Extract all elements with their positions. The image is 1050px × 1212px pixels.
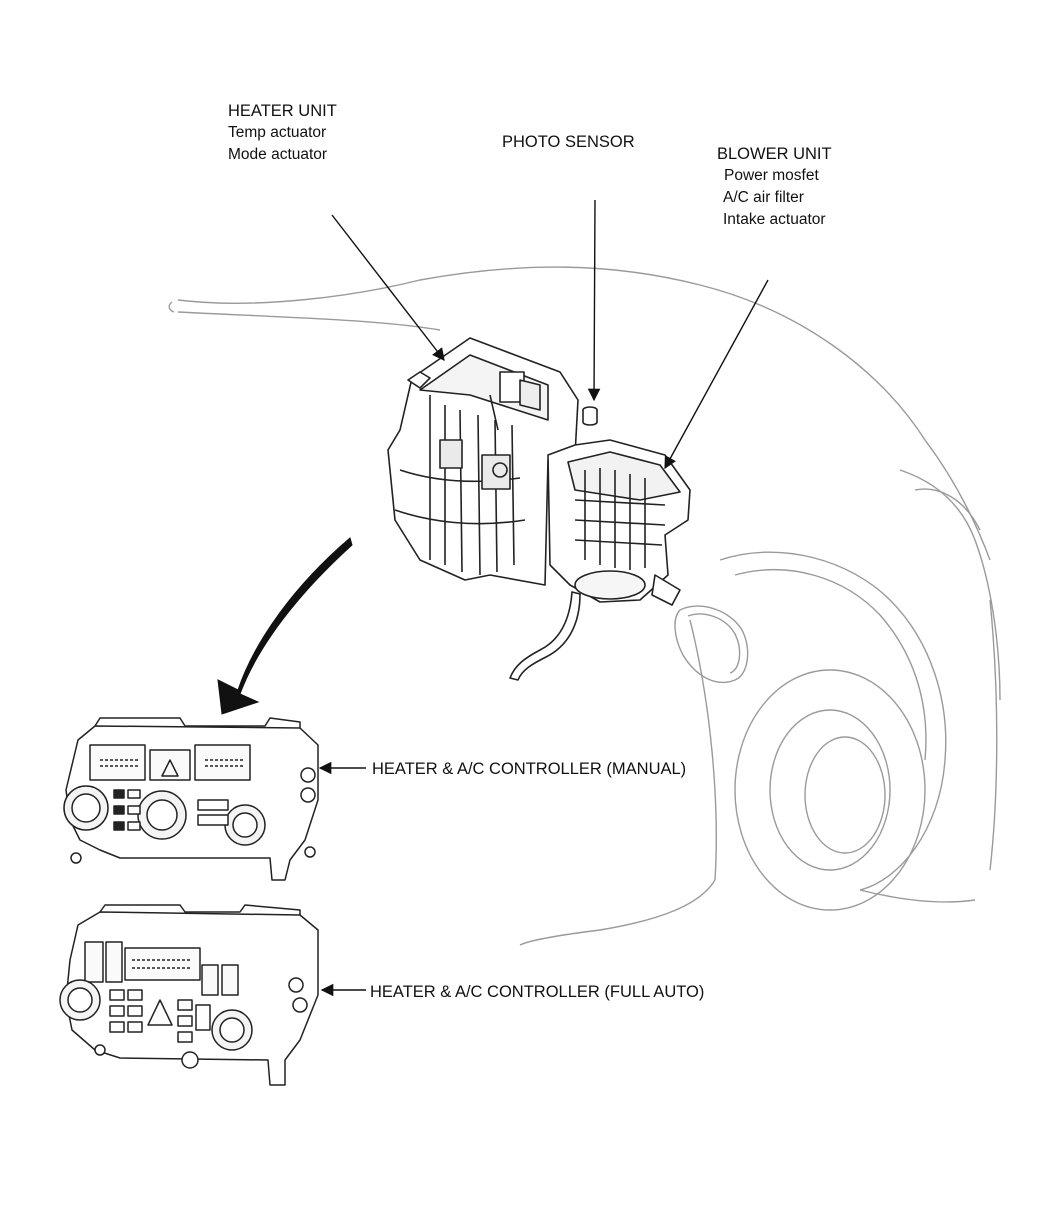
heater-unit-leader — [331, 214, 445, 361]
controller-manual-label: HEATER & A/C CONTROLLER (MANUAL) — [372, 760, 687, 778]
heater-unit-housing — [387, 337, 579, 586]
drain-hose — [509, 591, 581, 681]
blower-unit-title: BLOWER UNIT — [717, 145, 832, 163]
controller-full-auto-panel — [59, 904, 319, 1086]
heater-unit-item-mode-actuator: Mode actuator — [228, 146, 328, 163]
leader-lines — [318, 199, 769, 997]
heater-unit-title: HEATER UNIT — [228, 102, 337, 120]
photo-sensor-leader — [587, 199, 601, 402]
vehicle-body-outline — [168, 266, 1001, 946]
photo-sensor-title: PHOTO SENSOR — [502, 133, 635, 151]
controller-manual-panel — [63, 717, 319, 881]
blower-unit-item-power-mosfet: Power mosfet — [724, 167, 819, 184]
heater-unit-item-temp-actuator: Temp actuator — [228, 124, 327, 141]
hvac-module — [387, 337, 691, 681]
blower-unit-item-ac-air-filter: A/C air filter — [723, 189, 804, 206]
blower-unit-housing — [547, 439, 691, 606]
controller-full-auto-label: HEATER & A/C CONTROLLER (FULL AUTO) — [370, 983, 705, 1001]
blower-unit-leader — [664, 279, 769, 470]
blower-unit-item-intake-actuator: Intake actuator — [723, 211, 826, 228]
location-arrow — [217, 537, 353, 715]
photo-sensor — [582, 406, 598, 426]
